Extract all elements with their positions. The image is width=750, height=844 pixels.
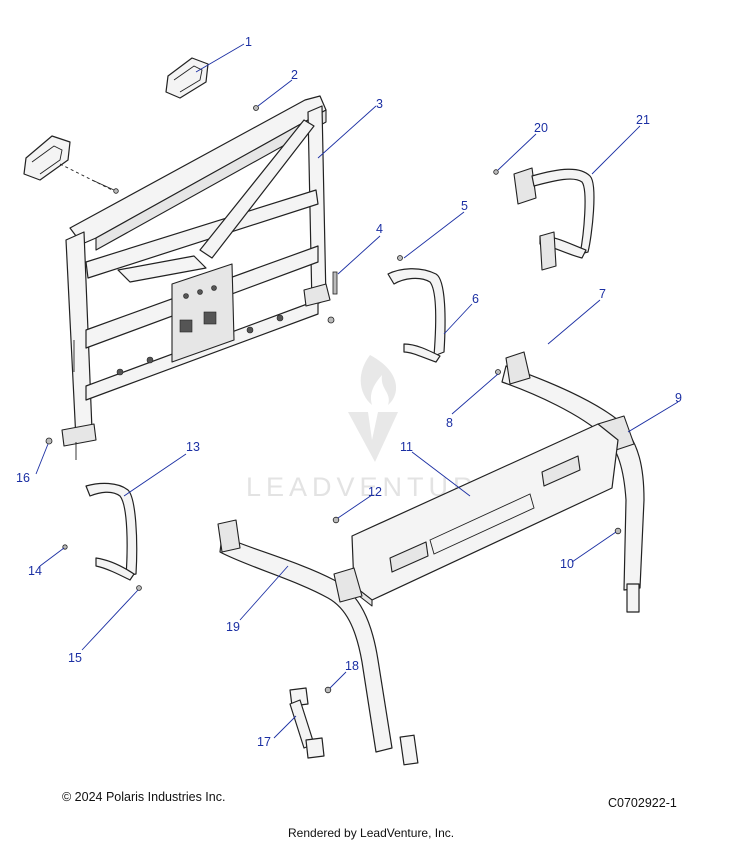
part-3-frame <box>61 95 331 460</box>
rendered-by-text: Rendered by LeadVenture, Inc. <box>288 826 455 840</box>
callout-20: 20 <box>534 121 548 135</box>
callout-17: 17 <box>257 735 271 749</box>
watermark: LEADVENTURE <box>246 355 496 502</box>
callout-labels: 1 2 3 4 5 6 7 8 9 10 11 12 13 14 15 16 1… <box>16 35 682 749</box>
callout-1: 1 <box>245 35 252 49</box>
callout-8: 8 <box>446 416 453 430</box>
part-6-grab-bar <box>387 268 446 363</box>
callout-18: 18 <box>345 659 359 673</box>
leader-lines <box>35 43 679 739</box>
part-19-roll-tube <box>217 519 419 766</box>
part-11-panel <box>351 423 619 607</box>
part-17-strap <box>289 687 325 759</box>
fasteners-group <box>45 105 622 694</box>
callout-4: 4 <box>376 222 383 236</box>
part-21-grab-bar <box>513 167 595 271</box>
part-13-grab-bar <box>85 482 138 581</box>
callout-2: 2 <box>291 68 298 82</box>
copyright-text: © 2024 Polaris Industries Inc. <box>62 790 226 804</box>
callout-14: 14 <box>28 564 42 578</box>
callout-3: 3 <box>376 97 383 111</box>
callout-9: 9 <box>675 391 682 405</box>
part-4-bolt <box>332 271 338 295</box>
callout-15: 15 <box>68 651 82 665</box>
callout-10: 10 <box>560 557 574 571</box>
callout-12: 12 <box>368 485 382 499</box>
diagram-code: C0702922-1 <box>608 796 677 810</box>
callout-11: 11 <box>400 440 413 454</box>
callout-21: 21 <box>636 113 650 127</box>
callout-13: 13 <box>186 440 200 454</box>
part-1-handle <box>23 57 209 191</box>
callout-19: 19 <box>226 620 240 634</box>
callout-16: 16 <box>16 471 30 485</box>
callout-6: 6 <box>472 292 479 306</box>
callout-5: 5 <box>461 199 468 213</box>
callout-7: 7 <box>599 287 606 301</box>
